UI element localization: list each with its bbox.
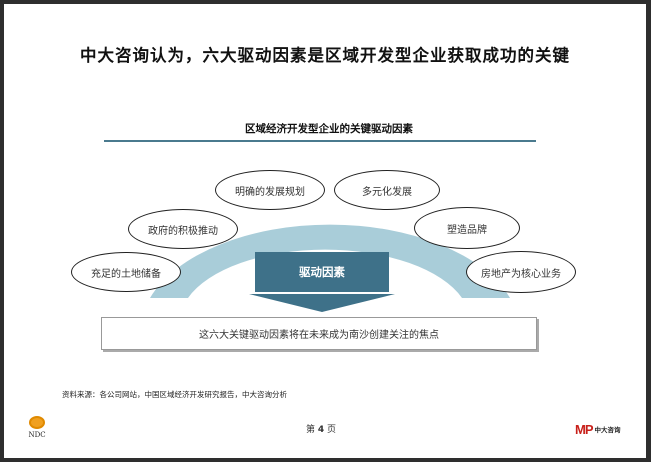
ndc-logo-text: NDC xyxy=(28,431,46,439)
conclusion-box: 这六大关键驱动因素将在未来成为南沙创建关注的焦点 xyxy=(101,317,537,350)
factor-oval-diversification: 多元化发展 xyxy=(334,170,440,210)
factor-label: 房地产为核心业务 xyxy=(481,268,561,280)
arc-band xyxy=(150,224,510,298)
page-number-value: 4 xyxy=(317,425,325,435)
factor-label: 塑造品牌 xyxy=(447,224,487,236)
page-suffix: 页 xyxy=(327,425,337,435)
page-prefix: 第 xyxy=(305,425,315,435)
mp-logo-mark: MP xyxy=(575,421,593,437)
factor-label: 多元化发展 xyxy=(362,186,412,198)
down-arrow xyxy=(249,294,395,312)
ndc-logo-icon xyxy=(29,416,45,429)
factor-oval-land: 充足的土地储备 xyxy=(71,252,181,292)
factor-label: 充足的土地储备 xyxy=(91,268,161,280)
factor-label: 政府的积极推动 xyxy=(148,225,218,237)
page-number: 第 4 页 xyxy=(0,422,642,435)
factor-oval-government: 政府的积极推动 xyxy=(128,209,238,249)
mp-logo: MP 中大咨询 xyxy=(575,421,635,437)
factor-oval-brand: 塑造品牌 xyxy=(414,207,520,249)
diagram-subtitle: 区域经济开发型企业的关键驱动因素 xyxy=(245,123,413,135)
factor-oval-planning: 明确的发展规划 xyxy=(215,170,325,210)
mp-logo-text: 中大咨询 xyxy=(594,426,621,434)
source-note: 资料来源：各公司网站，中国区域经济开发研究报告，中大咨询分析 xyxy=(62,390,287,399)
core-driver-box: 驱动因素 xyxy=(255,252,389,292)
slide-title: 中大咨询认为，六大驱动因素是区域开发型企业获取成功的关键 xyxy=(80,46,570,65)
factor-label: 明确的发展规划 xyxy=(235,186,305,198)
conclusion-text: 这六大关键驱动因素将在未来成为南沙创建关注的焦点 xyxy=(199,330,439,341)
ndc-logo: NDC xyxy=(24,416,50,444)
subtitle-divider xyxy=(104,140,536,142)
factor-oval-real-estate: 房地产为核心业务 xyxy=(466,251,576,293)
